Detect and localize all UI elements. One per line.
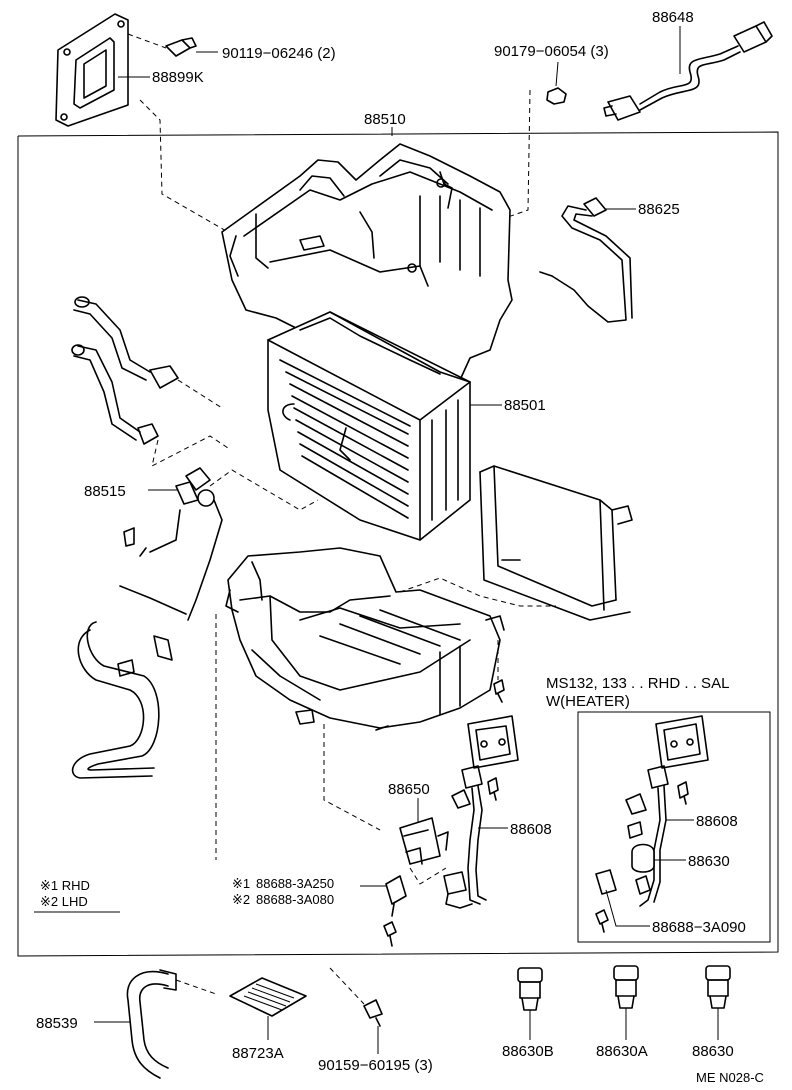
diagram-code: ME N028-C — [696, 1070, 764, 1085]
evaporator-88501-drawing — [267, 311, 471, 541]
dash-90159 — [329, 967, 365, 1005]
label-88899K: 88899K — [152, 69, 204, 86]
label-88688-mark1: ※1 — [232, 876, 250, 891]
dash-lower3 — [323, 724, 381, 831]
label-88688-mark2: ※2 — [232, 892, 250, 907]
valve-88515-drawing — [119, 467, 223, 621]
label-88650: 88650 — [388, 781, 430, 798]
hose-88539-drawing — [126, 969, 177, 1079]
screw-90159-drawing — [363, 999, 383, 1027]
label-88630-bottom: 88630 — [692, 1043, 734, 1060]
pipes-left-drawing — [71, 296, 179, 445]
inset-label-88688: 88688−3A090 — [652, 919, 746, 936]
inset-label-88630: 88630 — [688, 853, 730, 870]
label-88688-2: 88688-3A080 — [256, 892, 334, 907]
upper-case-drawing — [221, 143, 513, 381]
harness-88648-drawing — [603, 21, 773, 121]
legend-lhd: ※2 LHD — [40, 894, 88, 909]
label-88608: 88608 — [510, 821, 552, 838]
thermistor-88625-drawing — [539, 197, 633, 323]
clip-88650-drawing — [399, 789, 471, 865]
gasket-88899K-drawing — [55, 13, 129, 127]
dash-88539 — [175, 979, 217, 995]
label-88723A: 88723A — [232, 1045, 284, 1062]
legend-rhd: ※1 RHD — [40, 878, 90, 893]
label-88515: 88515 — [84, 483, 126, 500]
dash-bracket — [409, 867, 447, 885]
label-88648: 88648 — [652, 9, 694, 26]
dash-lower1 — [399, 577, 556, 607]
bracket-88688-drawing — [383, 875, 407, 947]
label-88723A-drawing — [229, 977, 307, 1017]
label-90159: 90159−60195 (3) — [318, 1057, 433, 1074]
inset-title-2: W(HEATER) — [546, 693, 630, 710]
label-88630A: 88630A — [596, 1043, 648, 1060]
label-88510: 88510 — [364, 111, 406, 128]
sensor-88630-drawing — [705, 965, 731, 1009]
dash-gasket-case — [139, 99, 229, 233]
inset-title-1: MS132, 133 . . RHD . . SAL — [546, 675, 729, 692]
leader-90179 — [555, 61, 559, 87]
label-88625: 88625 — [638, 201, 680, 218]
nut-90179-drawing — [546, 87, 567, 105]
label-88501: 88501 — [504, 397, 546, 414]
dash-nut — [504, 89, 531, 219]
label-90179: 90179−06054 (3) — [494, 43, 609, 60]
inset-box — [577, 711, 771, 943]
inset-label-88608: 88608 — [696, 813, 738, 830]
duct-right-drawing — [479, 465, 633, 621]
label-88539: 88539 — [36, 1015, 78, 1032]
bolt-90119-drawing — [165, 37, 197, 57]
sensor-88630B-drawing — [517, 967, 543, 1011]
screw-right-drawing — [493, 679, 505, 703]
label-90119: 90119−06246 (2) — [222, 45, 336, 62]
lower-case-drawing — [225, 547, 505, 731]
assembly-boundary — [17, 131, 779, 957]
dash-bolt — [127, 33, 167, 49]
inset-leader-88688 — [605, 889, 650, 927]
dash-pipes2 — [151, 435, 229, 467]
sensor-88630A-drawing — [613, 965, 639, 1009]
harness-88608-drawing — [443, 715, 519, 909]
label-88630B: 88630B — [502, 1043, 554, 1060]
inset-parts-drawing — [595, 715, 709, 933]
hose-lower-left-drawing — [71, 621, 173, 779]
dash-pipes — [177, 379, 223, 409]
dash-valve — [209, 469, 319, 511]
label-88688-1: 88688-3A250 — [256, 876, 334, 891]
